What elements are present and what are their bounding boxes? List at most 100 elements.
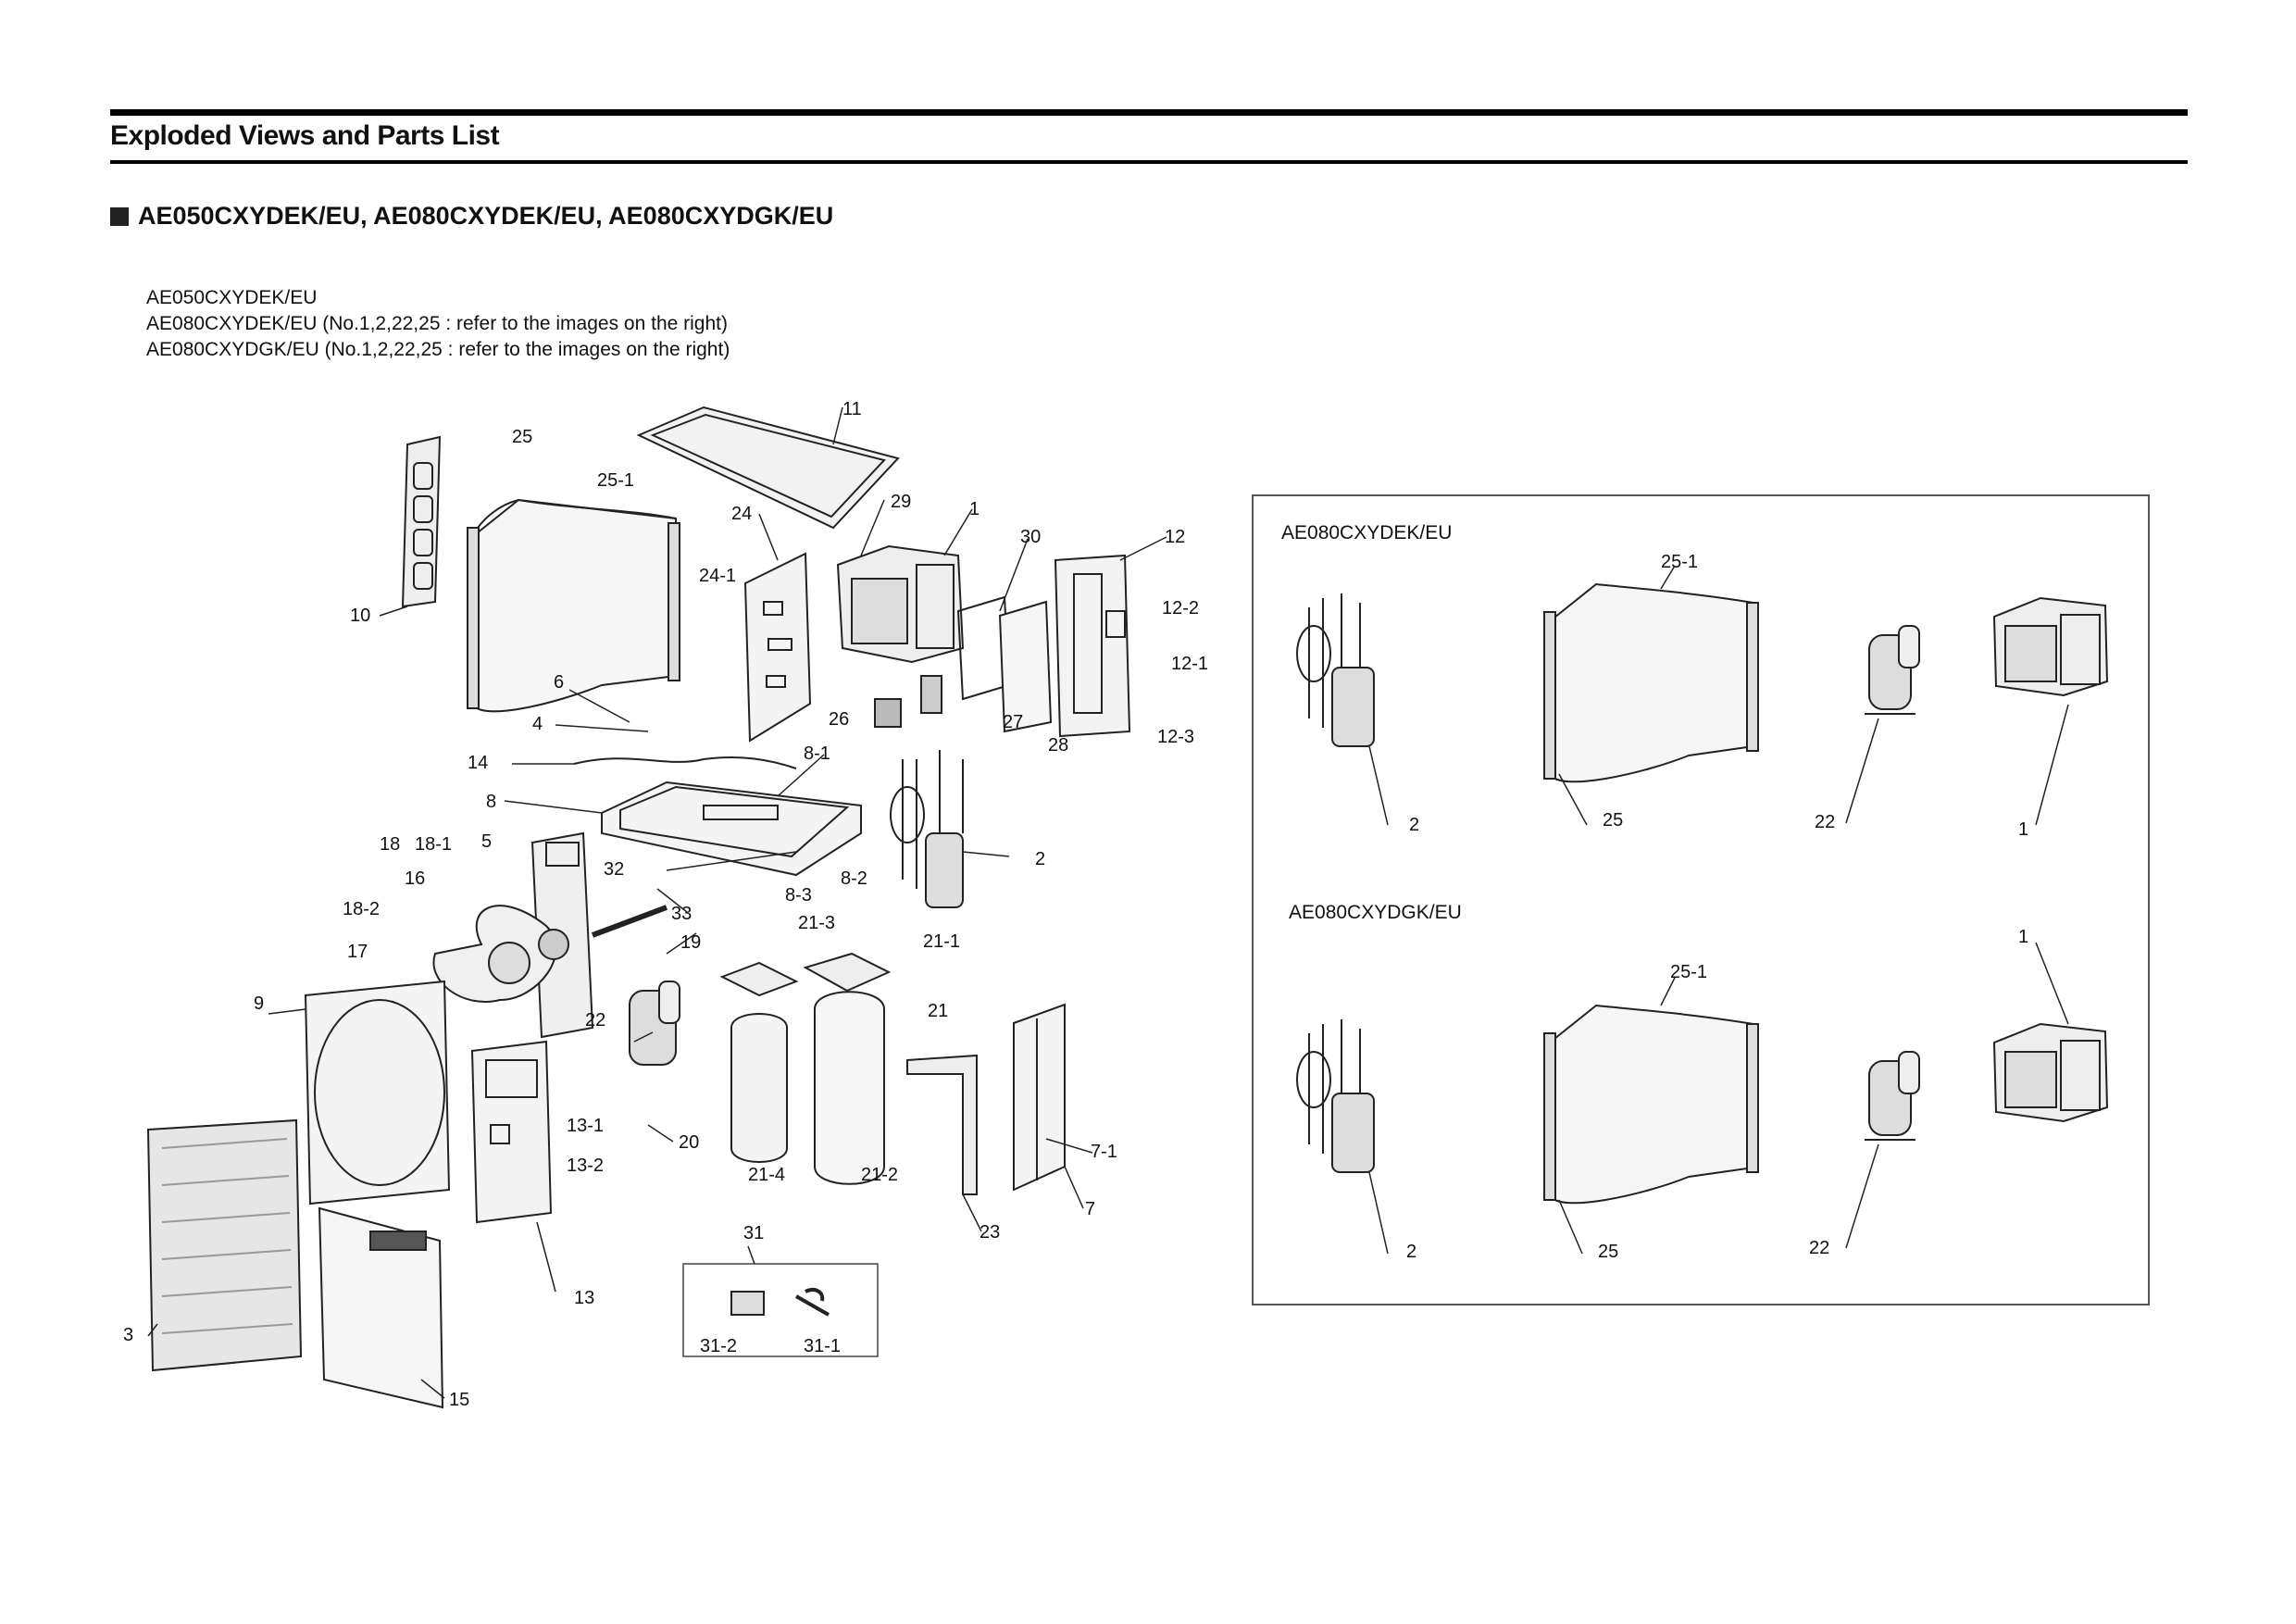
- callout-12-3: 12-3: [1157, 727, 1194, 747]
- callout-33: 33: [671, 904, 692, 924]
- inset-model-a: AE080CXYDEK/EU: [1281, 522, 1453, 543]
- part-insulation-21-4: [730, 1013, 788, 1163]
- inset-b-control-box: [1992, 1022, 2109, 1123]
- callout-13: 13: [574, 1288, 594, 1308]
- callout-11: 11: [842, 399, 862, 419]
- callout-16: 16: [405, 868, 425, 889]
- inset-a-callout-25: 25: [1603, 810, 1623, 831]
- callout-22: 22: [585, 1010, 605, 1031]
- callout-29: 29: [891, 492, 911, 512]
- callout-12-1: 12-1: [1171, 654, 1208, 674]
- callout-1: 1: [969, 499, 980, 519]
- part-terminal-26: [874, 698, 902, 728]
- inset-b-callout-25: 25: [1598, 1242, 1618, 1262]
- part-front-cover: [318, 1206, 444, 1409]
- callout-21: 21: [928, 1001, 948, 1021]
- callout-8-3: 8-3: [785, 885, 812, 906]
- callout-18-2: 18-2: [343, 899, 380, 919]
- inset-b-heat-exchanger: [1543, 1004, 1759, 1205]
- callout-19: 19: [680, 932, 701, 953]
- square-bullet-icon: [110, 206, 129, 226]
- callout-3: 3: [123, 1325, 133, 1345]
- inset-a-heat-exchanger: [1543, 582, 1759, 783]
- callout-7-1: 7-1: [1091, 1142, 1117, 1162]
- page-title: Exploded Views and Parts List: [110, 120, 500, 151]
- part-partition: [743, 552, 812, 743]
- callout-14: 14: [468, 753, 488, 773]
- callout-15: 15: [449, 1390, 469, 1410]
- note-line: AE080CXYDEK/EU (No.1,2,22,25 : refer to …: [146, 313, 728, 334]
- exploded-view-diagram: 11 25 25-1 24 29 1 30 12 24-1 12-2 10 12…: [123, 399, 1208, 1410]
- part-front-grille: [146, 1118, 303, 1372]
- part-front-panel: [304, 980, 451, 1206]
- inset-a-callout-25-1: 25-1: [1661, 552, 1698, 572]
- callout-13-1: 13-1: [567, 1116, 604, 1136]
- part-bracket-23: [906, 1054, 978, 1195]
- part-plate-21-3: [719, 961, 799, 997]
- callout-8-2: 8-2: [841, 868, 867, 889]
- callout-17: 17: [347, 942, 368, 962]
- part-pipe-assembly: [890, 750, 964, 908]
- inset-diagram: 25-1 2 25 22 1 1 25-1 2 25 22: [1296, 552, 2109, 1262]
- callout-4: 4: [532, 714, 543, 734]
- callout-31-1: 31-1: [804, 1336, 841, 1356]
- part-fan: [432, 905, 569, 1003]
- inset-b-callout-1: 1: [2018, 927, 2028, 947]
- callout-18-1: 18-1: [415, 834, 452, 855]
- note-line: AE080CXYDGK/EU (No.1,2,22,25 : refer to …: [146, 339, 730, 360]
- part-cable: [573, 756, 797, 769]
- inset-b-callout-25-1: 25-1: [1670, 962, 1707, 982]
- part-top-cover: [636, 406, 900, 530]
- callout-31-2: 31-2: [700, 1336, 737, 1356]
- part-connector-31-1: [795, 1288, 830, 1317]
- model-heading-text: AE050CXYDEK/EU, AE080CXYDEK/EU, AE080CXY…: [138, 202, 834, 230]
- callout-9: 9: [254, 993, 264, 1014]
- inset-a-callout-1: 1: [2018, 819, 2028, 840]
- callout-28: 28: [1048, 735, 1068, 756]
- part-box-31: [682, 1263, 879, 1357]
- callout-20: 20: [679, 1132, 699, 1153]
- callout-8: 8: [486, 792, 496, 812]
- callout-26: 26: [829, 709, 849, 730]
- callout-12-2: 12-2: [1162, 598, 1199, 618]
- callout-21-4: 21-4: [748, 1165, 785, 1185]
- alternate-parts-panel: AE080CXYDEK/EU AE080CXYDGK/EU: [1252, 494, 2150, 1305]
- callout-30: 30: [1020, 527, 1041, 547]
- callout-12: 12: [1165, 527, 1185, 547]
- top-rule: [110, 109, 2188, 116]
- callout-5: 5: [481, 831, 492, 852]
- inset-a-compressor: [1865, 625, 1920, 715]
- callout-8-1: 8-1: [804, 743, 830, 764]
- inset-b-compressor: [1865, 1051, 1920, 1141]
- part-service-panel: [1013, 1003, 1066, 1192]
- callout-13-2: 13-2: [567, 1156, 604, 1176]
- callout-25-1: 25-1: [597, 470, 634, 491]
- callout-27: 27: [1003, 712, 1023, 732]
- inset-a-control-box: [1992, 596, 2109, 697]
- inset-a-pipe-assembly: [1296, 593, 1375, 747]
- inset-b-callout-22: 22: [1809, 1238, 1829, 1258]
- model-heading: AE050CXYDEK/EU, AE080CXYDEK/EU, AE080CXY…: [110, 202, 833, 231]
- inset-b-callout-2: 2: [1406, 1242, 1416, 1262]
- callout-24-1: 24-1: [699, 566, 736, 586]
- part-side-guard: [401, 435, 442, 608]
- callout-18: 18: [380, 834, 400, 855]
- callout-10: 10: [350, 606, 370, 626]
- part-insulation-21: [814, 991, 885, 1185]
- part-plate: [998, 600, 1053, 733]
- part-clip-31-2: [730, 1291, 765, 1316]
- callout-6: 6: [554, 672, 564, 693]
- callout-32: 32: [604, 859, 624, 880]
- callout-31: 31: [743, 1223, 764, 1243]
- part-control-box: [836, 544, 965, 664]
- part-bracket-27: [920, 675, 942, 714]
- title-underline: [110, 160, 2188, 164]
- part-compressor: [629, 981, 680, 1066]
- note-line: AE050CXYDEK/EU: [146, 287, 318, 308]
- model-notes: AE050CXYDEK/EU AE080CXYDEK/EU (No.1,2,22…: [146, 285, 730, 363]
- callout-24: 24: [731, 504, 752, 524]
- part-shaft: [591, 905, 668, 938]
- part-heat-exchanger: [467, 498, 680, 713]
- inset-a-callout-2: 2: [1409, 815, 1419, 835]
- callout-7: 7: [1085, 1199, 1095, 1219]
